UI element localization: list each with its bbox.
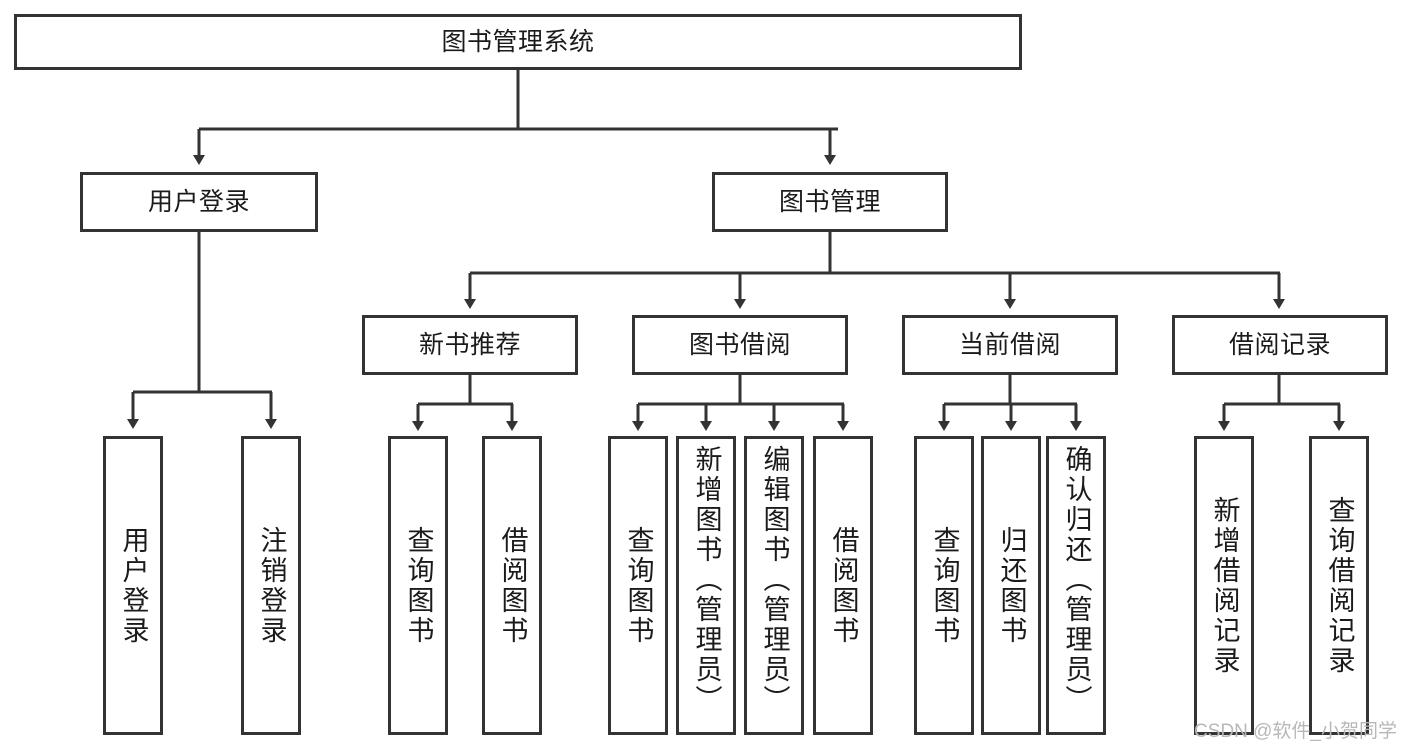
node-label: 新增图书（管理员） (691, 445, 722, 715)
node-label: 新书推荐 (418, 331, 521, 359)
node-label: 注销登录 (256, 525, 287, 646)
leaf-return-book[interactable]: 归还图书 (981, 436, 1041, 735)
leaf-user-login[interactable]: 用户登录 (103, 436, 163, 735)
csdn-watermark: CSDN @软件_小贺同学 (1194, 721, 1397, 742)
node-label: 归还图书 (996, 525, 1027, 646)
leaf-query-book-recommend[interactable]: 查询图书 (388, 436, 448, 735)
node-label: 确认归还（管理员） (1061, 445, 1092, 715)
leaf-query-borrow-record[interactable]: 查询借阅记录 (1309, 436, 1369, 735)
node-label: 当前借阅 (958, 331, 1061, 359)
node-label: 借阅记录 (1228, 331, 1331, 359)
leaf-query-book-borrow[interactable]: 查询图书 (608, 436, 668, 735)
node-new-book-recommend[interactable]: 新书推荐 (362, 315, 578, 375)
node-label: 查询借阅记录 (1324, 495, 1355, 676)
leaf-borrow-book-recommend[interactable]: 借阅图书 (482, 436, 542, 735)
node-label: 图书借阅 (688, 331, 791, 359)
node-label: 借阅图书 (828, 525, 859, 646)
node-current-borrow[interactable]: 当前借阅 (902, 315, 1118, 375)
leaf-confirm-return[interactable]: 确认归还（管理员） (1046, 436, 1106, 735)
node-label: 查询图书 (623, 525, 654, 646)
node-borrow-record[interactable]: 借阅记录 (1172, 315, 1388, 375)
node-label: 查询图书 (929, 525, 960, 646)
node-root-system[interactable]: 图书管理系统 (14, 14, 1022, 70)
leaf-edit-book[interactable]: 编辑图书（管理员） (744, 436, 804, 735)
node-label: 图书管理系统 (441, 28, 595, 56)
node-label: 新增借阅记录 (1209, 495, 1240, 676)
leaf-add-book[interactable]: 新增图书（管理员） (676, 436, 736, 735)
node-book-manage[interactable]: 图书管理 (712, 172, 948, 232)
node-user-login[interactable]: 用户登录 (80, 172, 318, 232)
node-label: 用户登录 (118, 525, 149, 646)
node-label: 用户登录 (147, 188, 250, 216)
leaf-user-logout[interactable]: 注销登录 (241, 436, 301, 735)
leaf-query-book-current[interactable]: 查询图书 (914, 436, 974, 735)
node-label: 图书管理 (778, 188, 881, 216)
leaf-borrow-book-borrow[interactable]: 借阅图书 (813, 436, 873, 735)
node-book-borrow[interactable]: 图书借阅 (632, 315, 848, 375)
node-label: 编辑图书（管理员） (759, 445, 790, 715)
leaf-add-borrow-record[interactable]: 新增借阅记录 (1194, 436, 1254, 735)
node-label: 借阅图书 (497, 525, 528, 646)
node-label: 查询图书 (403, 525, 434, 646)
